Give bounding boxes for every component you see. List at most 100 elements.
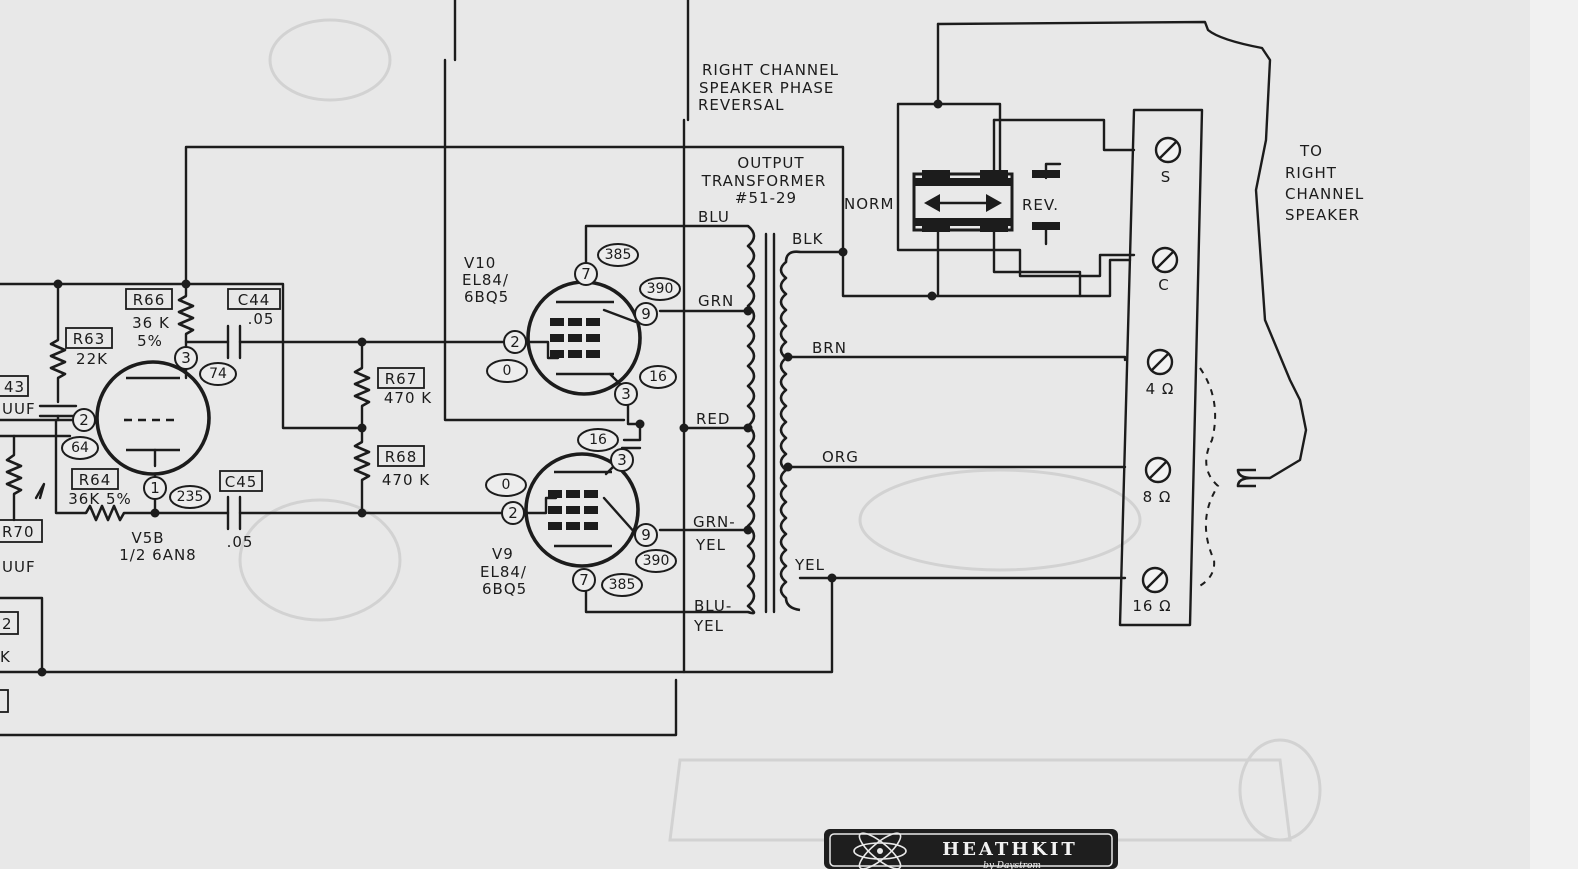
r66-ref: R66 [133, 291, 166, 309]
tube-v5b [95, 360, 211, 476]
r66-value: 36 K [132, 314, 170, 332]
terminal-8-ohm-label: 8 Ω [1143, 488, 1172, 506]
left-box-text: 2 [2, 615, 13, 633]
v10-pin3-voltage: 16 [649, 369, 667, 385]
r67-ref: R67 [385, 370, 418, 388]
terminal-8-ohm[interactable] [1144, 456, 1172, 484]
logo-brand-text: HEATHKIT [942, 839, 1078, 860]
v5b-label-line-1: V5B [131, 529, 164, 547]
terminal-16-ohm-label: 16 Ω [1132, 597, 1171, 615]
v10-pin-3: 3 [621, 385, 631, 403]
transformer-secondary-coil [779, 250, 801, 612]
v5b-label-line-2: 1/2 6AN8 [119, 546, 196, 564]
terminal-c[interactable] [1151, 246, 1179, 274]
logo-sub-text: by Daystrom [983, 861, 1041, 869]
terminal-4-ohm-label: 4 Ω [1146, 380, 1175, 398]
left-k-text: K [0, 648, 11, 666]
v10-pin9-voltage: 390 [647, 281, 674, 297]
r63-value: 22K [76, 350, 108, 368]
v9-pin9-voltage: 390 [643, 553, 670, 569]
wire-grn-label: GRN [698, 292, 734, 310]
r66-resistor [177, 294, 195, 336]
speaker-caption-line-3: CHANNEL [1285, 185, 1364, 203]
v10-pin-2: 2 [510, 333, 520, 351]
v9-pin-2: 2 [508, 504, 518, 522]
left-edge-partial-boxes [0, 375, 43, 713]
v9-pin-7: 7 [579, 571, 589, 589]
reversal-caption-line-1: RIGHT CHANNEL [702, 61, 839, 79]
voltage-ovals [61, 243, 681, 597]
v9-pin3-voltage: 16 [589, 432, 607, 448]
terminal-4-ohm[interactable] [1146, 348, 1174, 376]
schematic-text: RIGHT CHANNEL SPEAKER PHASE REVERSAL OUT… [0, 61, 1364, 666]
tube-v9 [524, 452, 640, 568]
r64-ref: R64 [79, 471, 112, 489]
transformer-caption-line-2: TRANSFORMER [701, 172, 827, 190]
v9-label-line-2: EL84/ [480, 563, 527, 581]
v10-pin2-voltage: 0 [503, 363, 512, 379]
reversal-caption-line-2: SPEAKER PHASE [699, 79, 834, 97]
wire-yel-label: YEL [794, 556, 825, 574]
wire-blk-label: BLK [792, 230, 824, 248]
output-transformer [743, 225, 801, 615]
c44-ref: C44 [238, 291, 271, 309]
r64-value: 36K 5% [68, 490, 132, 508]
transformer-caption-line-3: #51-29 [735, 189, 797, 207]
wire-grn-yel-label-2: YEL [695, 536, 726, 554]
v5b-pin-3: 3 [181, 349, 191, 367]
phase-reversal-switch[interactable] [912, 170, 1060, 232]
heathkit-logo: HEATHKIT by Daystrom [824, 829, 1118, 869]
r68-resistor [353, 440, 371, 482]
wire-org-label: ORG [822, 448, 859, 466]
v5b-pin1-voltage: 235 [177, 489, 204, 505]
v10-pin-7: 7 [581, 265, 591, 283]
c45-ref: C45 [225, 473, 258, 491]
r70-ref: R70 [2, 523, 35, 541]
r68-value: 470 K [382, 471, 430, 489]
r70-resistor [5, 453, 23, 496]
v9-pin7-voltage: 385 [609, 577, 636, 593]
v10-label-line-1: V10 [464, 254, 496, 272]
speaker-caption-line-2: RIGHT [1285, 164, 1337, 182]
r63-ref: R63 [73, 330, 106, 348]
v5b-pin-1: 1 [150, 479, 160, 497]
pin-markers [72, 262, 658, 592]
speaker-terminal-strip [1118, 108, 1270, 627]
r64-resistor [84, 504, 126, 522]
wire-red-label: RED [696, 410, 730, 428]
v10-pin7-voltage: 385 [605, 247, 632, 263]
switch-norm-label: NORM [844, 195, 894, 213]
v9-pin-9: 9 [641, 526, 651, 544]
wire-brn-label: BRN [812, 339, 847, 357]
r67-resistor [353, 366, 371, 408]
v9-label-line-3: 6BQ5 [482, 580, 527, 598]
v5b-pin3-voltage: 74 [209, 366, 227, 382]
v10-pin-9: 9 [641, 305, 651, 323]
wire-blu-yel-label-2: YEL [693, 617, 724, 635]
v9-label-line-1: V9 [492, 545, 514, 563]
v5b-pin-2: 2 [79, 411, 89, 429]
terminal-s[interactable] [1154, 136, 1182, 164]
wire-blu-yel-label-1: BLU- [694, 597, 732, 615]
speaker-caption-line-4: SPEAKER [1285, 206, 1360, 224]
terminal-c-label: C [1158, 276, 1169, 294]
r63-resistor [49, 338, 67, 380]
c45-value: .05 [227, 533, 254, 551]
tube-v10 [526, 280, 642, 396]
speaker-caption-line-1: TO [1299, 142, 1323, 160]
v5b-pin2-voltage: 64 [71, 440, 89, 456]
c43-value: UUF [2, 400, 36, 418]
reversal-caption-line-3: REVERSAL [698, 96, 784, 114]
v9-pin2-voltage: 0 [502, 477, 511, 493]
wire-grn-yel-label-1: GRN- [693, 513, 736, 531]
v10-label-line-2: EL84/ [462, 271, 509, 289]
r67-value: 470 K [384, 389, 432, 407]
c44-value: .05 [248, 310, 275, 328]
wire-blu-label: BLU [698, 208, 730, 226]
atom-icon [853, 832, 907, 869]
left-capacitor-value: UUF [2, 558, 36, 576]
terminal-16-ohm[interactable] [1141, 566, 1169, 594]
v9-pin-3: 3 [617, 451, 627, 469]
